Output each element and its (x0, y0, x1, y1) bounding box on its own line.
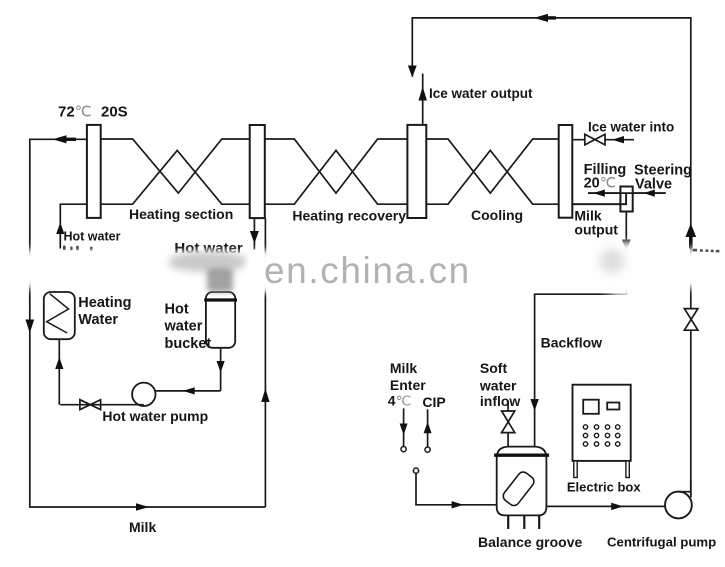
svg-text:water: water (479, 378, 517, 394)
svg-text:Water: Water (78, 312, 118, 328)
svg-text:Ice water output: Ice water output (429, 86, 533, 101)
svg-text:Hot water pump: Hot water pump (102, 408, 208, 424)
svg-text:Heating section: Heating section (129, 206, 233, 222)
svg-text:output: output (574, 222, 618, 238)
svg-text:Milk: Milk (129, 519, 156, 535)
svg-text:Valve: Valve (635, 177, 672, 193)
svg-text:en.china.cn: en.china.cn (264, 250, 471, 291)
svg-text:Balance groove: Balance groove (478, 534, 582, 550)
svg-text:Centrifugal pump: Centrifugal pump (607, 535, 716, 550)
svg-text:Cooling: Cooling (471, 207, 523, 223)
svg-text:Heating: Heating (78, 295, 131, 311)
svg-text:Steering: Steering (634, 163, 692, 179)
svg-text:CIP: CIP (422, 394, 445, 410)
svg-text:Filling: Filling (584, 162, 627, 178)
svg-text:20℃: 20℃ (584, 176, 616, 192)
svg-text:Hot: Hot (165, 301, 189, 317)
svg-text:4℃: 4℃ (388, 393, 412, 409)
svg-text:Electric box: Electric box (567, 479, 641, 494)
svg-text:Backflow: Backflow (541, 334, 603, 350)
svg-text:Soft: Soft (480, 360, 508, 376)
svg-text:water: water (164, 319, 203, 335)
svg-text:Ice water into: Ice water into (588, 120, 674, 135)
svg-text:inflow: inflow (480, 393, 521, 409)
svg-text:Milk: Milk (390, 360, 417, 376)
svg-text:Enter: Enter (390, 377, 426, 393)
svg-text:Milk: Milk (574, 208, 601, 224)
svg-text:Hot water: Hot water (64, 229, 121, 243)
svg-text:bucket: bucket (165, 336, 212, 352)
svg-text:Heating recovery: Heating recovery (292, 208, 406, 224)
